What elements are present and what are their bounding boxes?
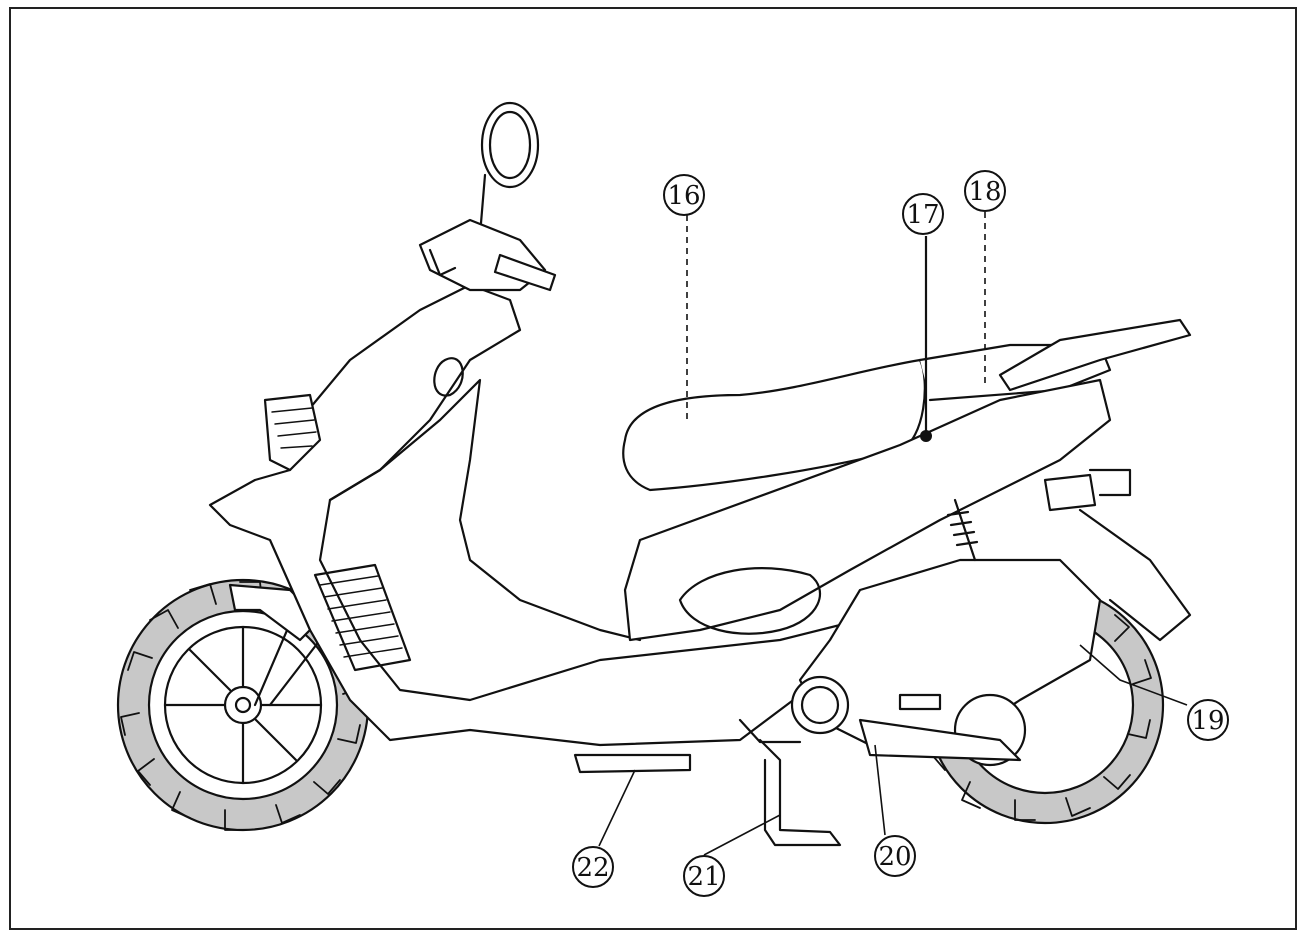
vent-slats	[319, 575, 403, 658]
rear-body	[623, 378, 1112, 642]
callout-21-label: 21	[687, 862, 720, 892]
exhaust	[858, 718, 1022, 762]
callout-22-label: 22	[576, 853, 609, 883]
leader-19	[1079, 644, 1188, 706]
rear-shock	[946, 498, 979, 562]
callout-19: 19	[1187, 699, 1229, 741]
callout-17: 17	[902, 193, 944, 235]
leader-22	[598, 769, 636, 847]
rear-fender	[1078, 508, 1192, 642]
front-wheel	[116, 578, 370, 832]
handlebar-assembly	[418, 101, 557, 292]
rear-carrier	[998, 318, 1192, 392]
callout-16-label: 16	[667, 181, 700, 211]
scooter-illustration	[116, 101, 1192, 847]
callout-18: 18	[964, 170, 1006, 212]
leg-shield-inner	[328, 378, 642, 642]
side-cover-grip	[678, 567, 821, 635]
passenger-footrest	[573, 753, 692, 774]
tail-light	[1043, 473, 1097, 512]
center-stand	[758, 738, 842, 847]
front-body	[208, 283, 902, 747]
callout-22: 22	[572, 846, 614, 888]
callout-20-label: 20	[878, 842, 911, 872]
seat	[622, 358, 926, 492]
callout-16: 16	[663, 174, 705, 216]
leader-21	[703, 814, 781, 856]
headlight-cowl	[263, 393, 322, 472]
border-frame	[9, 7, 1297, 930]
callout-19-label: 19	[1191, 706, 1224, 736]
leader-lines	[598, 212, 1188, 856]
callout-18-label: 18	[968, 177, 1001, 207]
front-vent	[313, 563, 412, 672]
callouts: 16 17 18 19 20 21 22	[572, 170, 1229, 897]
callout-21: 21	[683, 855, 725, 897]
leader-20	[874, 744, 886, 836]
side-emblem	[433, 357, 464, 397]
air-filter-cap	[790, 675, 850, 735]
callout-17-label: 17	[906, 200, 939, 230]
callout-20: 20	[874, 835, 916, 877]
leader-17-dot	[920, 430, 932, 442]
